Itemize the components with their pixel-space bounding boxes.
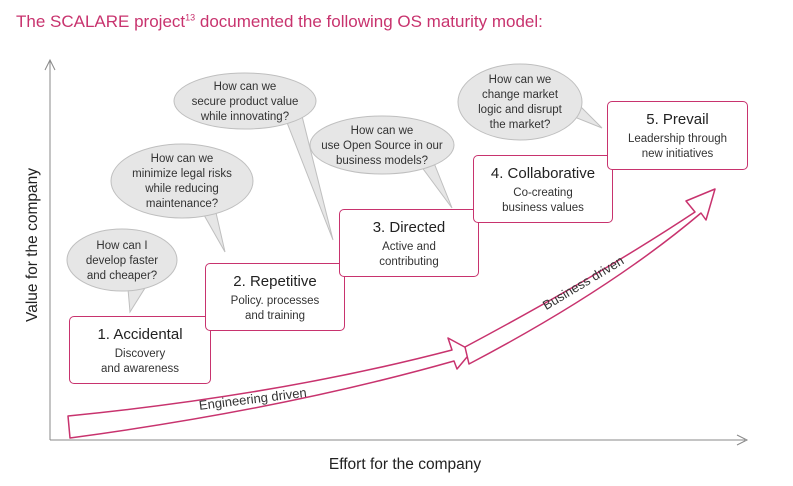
page-title: The SCALARE project13 documented the fol… [16, 12, 543, 32]
x-axis-label: Effort for the company [328, 456, 482, 473]
y-axis-arrowhead [44, 58, 56, 71]
stage-prevail: 5. Prevail Leadership through new initia… [607, 101, 748, 170]
axes [44, 58, 749, 446]
bubble-4-shape [309, 115, 455, 175]
stage-accidental: 1. Accidental Discovery and awareness [69, 316, 211, 384]
title-text-rest: documented the following OS maturity mod… [195, 12, 543, 31]
bubble-2-text: How can we minimize legal risks while re… [132, 153, 232, 210]
stage-repetitive: 2. Repetitive Policy. processes and trai… [205, 263, 345, 331]
bubble-1-shape [66, 228, 178, 292]
bubble-5-shape [457, 63, 583, 141]
bubble-2-shape [110, 143, 254, 219]
business-driven-arrow [464, 188, 716, 365]
stage-description: Policy. processes and training [230, 295, 320, 322]
bubble-4: How can we use Open Source in our busine… [314, 124, 450, 169]
stage-description: Active and contributing [379, 241, 439, 268]
bubble-1-text: How can I develop faster and cheaper? [85, 240, 159, 282]
stage-title: 3. Directed [372, 219, 446, 236]
bubble-4-text: How can we use Open Source in our busine… [321, 125, 443, 167]
x-axis-arrowhead [736, 434, 749, 446]
footnote-ref: 13 [185, 12, 196, 23]
stage-title: 4. Collaborative [490, 165, 596, 182]
bubble-1: How can I develop faster and cheaper? [72, 239, 172, 284]
stage-directed: 3. Directed Active and contributing [339, 209, 479, 277]
bubble-3-shape [173, 72, 317, 130]
bubble-5: How can we change market logic and disru… [462, 73, 578, 133]
stage-collaborative: 4. Collaborative Co-creating business va… [473, 155, 613, 223]
stage-description: Discovery and awareness [101, 348, 179, 375]
bubble-5-text: How can we change market logic and disru… [478, 74, 562, 131]
bubbles [66, 63, 603, 314]
title-text: The SCALARE project [16, 12, 186, 31]
stage-title: 2. Repetitive [233, 273, 317, 290]
bubble-1-shape [127, 287, 146, 314]
bubble-3: How can we secure product value while in… [178, 80, 312, 125]
stage-title: 5. Prevail [646, 111, 709, 128]
stage-title: 1. Accidental [97, 326, 183, 343]
engineering-driven-arrow [67, 337, 473, 439]
stage-description: Co-creating business values [502, 187, 584, 214]
stage-description: Leadership through new initiatives [627, 133, 728, 160]
bubble-2: How can we minimize legal risks while re… [116, 152, 248, 212]
y-axis-label: Value for the company [24, 168, 41, 322]
bubble-3-text: How can we secure product value while in… [191, 81, 299, 123]
